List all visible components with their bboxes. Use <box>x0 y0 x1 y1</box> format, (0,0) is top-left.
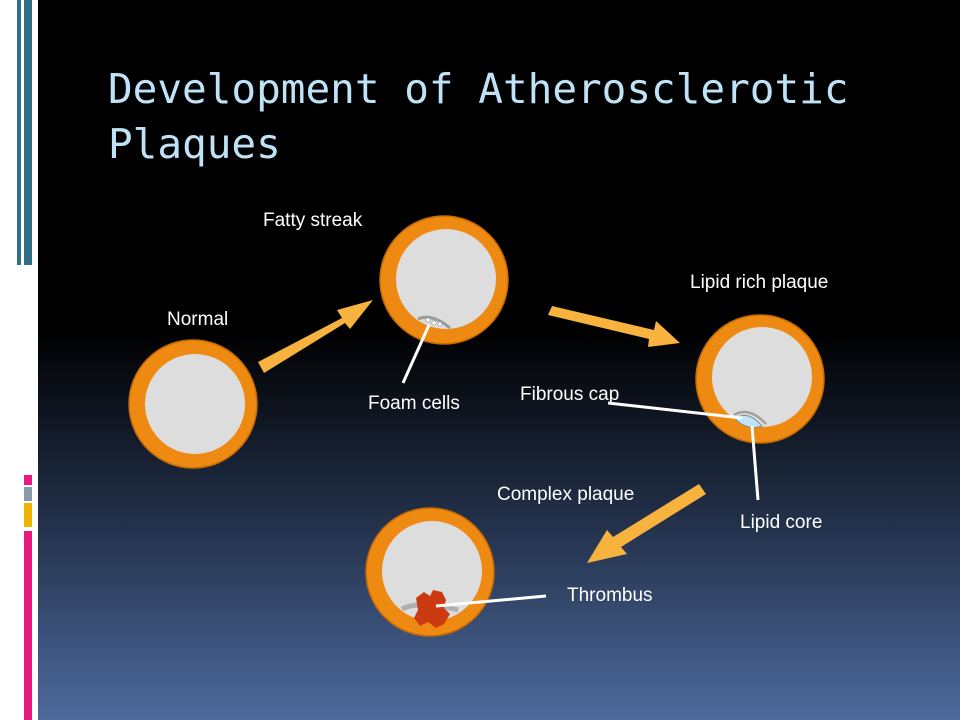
stage-label-complex-plaque: Complex plaque <box>497 484 635 505</box>
accent-bar-magenta-1 <box>24 475 32 485</box>
accent-bar-teal-2 <box>24 0 32 265</box>
annotation-foam-cells: Foam cells <box>368 393 460 414</box>
pointer-thrombus <box>435 594 547 608</box>
left-accent-strip <box>0 0 38 720</box>
vessel-complex-plaque <box>365 507 495 637</box>
annotation-lipid-core: Lipid core <box>740 512 823 533</box>
pointer-fibrous-cap <box>607 401 743 420</box>
arrow-lipid-rich-to-complex <box>587 484 706 563</box>
accent-bar-magenta-2 <box>24 531 32 720</box>
annotation-thrombus: Thrombus <box>567 585 653 606</box>
vessel-fatty-streak <box>379 215 509 345</box>
stage-label-fatty-streak: Fatty streak <box>263 210 363 231</box>
stage-label-normal: Normal <box>167 309 229 330</box>
foam-cells-deposit <box>417 315 451 330</box>
accent-bar-teal-1 <box>17 0 21 265</box>
arrow-normal-to-fatty-streak <box>258 300 373 373</box>
accent-bar-gold <box>24 503 32 527</box>
pointer-lipid-core <box>750 425 760 501</box>
slide-title: Development of Atherosclerotic Plaques <box>108 65 849 168</box>
vessel-lipid-rich-plaque <box>695 314 825 444</box>
annotation-fibrous-cap: Fibrous cap <box>520 384 620 405</box>
stage-label-lipid-rich-plaque: Lipid rich plaque <box>690 272 829 293</box>
arrow-fatty-streak-to-lipid-rich <box>548 306 680 347</box>
accent-bar-gray <box>24 487 32 501</box>
vessel-normal <box>128 339 258 469</box>
thrombus-shape <box>414 590 450 628</box>
lipid-core-deposit <box>735 414 763 428</box>
pointer-foam-cells <box>401 324 431 384</box>
